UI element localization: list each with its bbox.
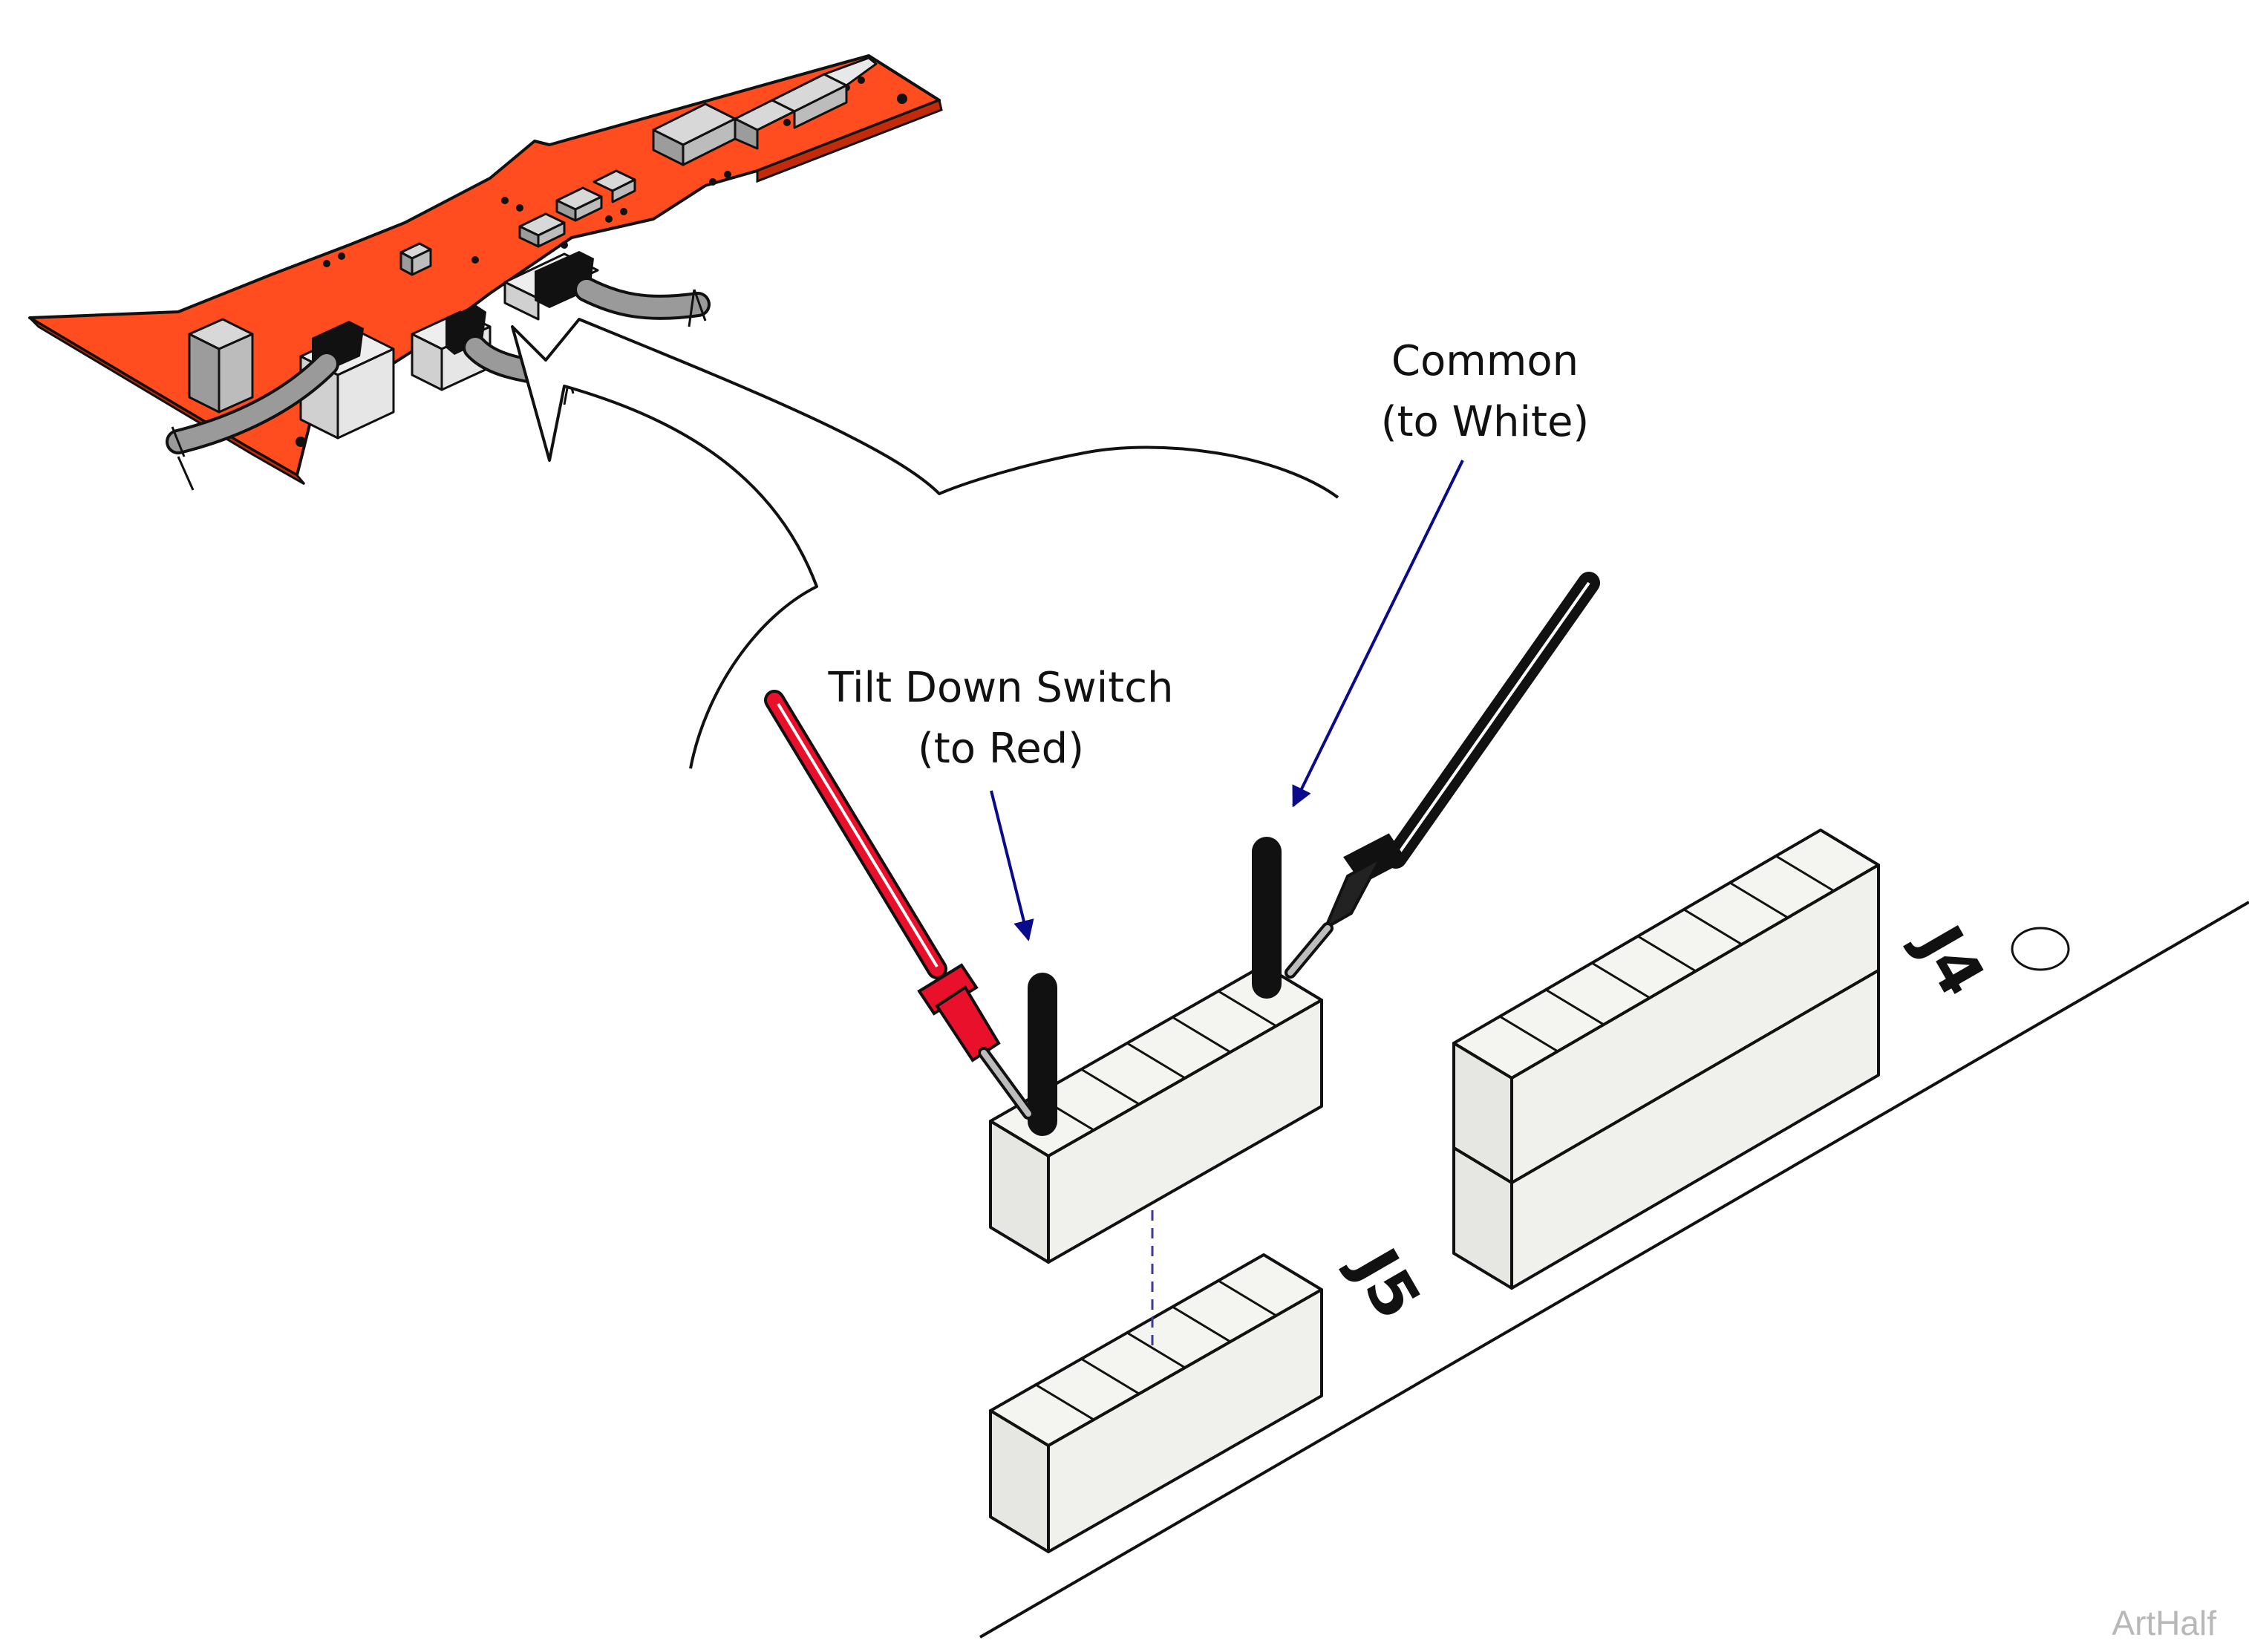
watermark: ArtHalf [2112,1604,2216,1642]
circuit-board [28,54,943,491]
zoom-arrow-icon [511,318,1339,769]
board-edge-line [979,901,2249,1639]
black-probe-icon [1285,572,1600,979]
pin1-marker-icon [2011,927,2070,971]
connector-plug [989,964,1323,1264]
tilt-down-switch-sublabel: (to Red) [918,725,1084,773]
common-label: Common [1391,337,1579,385]
red-probe-icon [764,690,1034,1120]
common-sublabel: (to White) [1381,398,1590,446]
wire-pins [1028,837,1282,1136]
j5-label: J5 [1336,1234,1434,1331]
tilt-down-switch-label: Tilt Down Switch [828,664,1174,712]
j4-label: J4 [1901,911,1999,1008]
connector-j4 [1452,829,1880,1290]
connector-j5-header [989,1253,1323,1553]
callout-arrows [990,460,1464,941]
